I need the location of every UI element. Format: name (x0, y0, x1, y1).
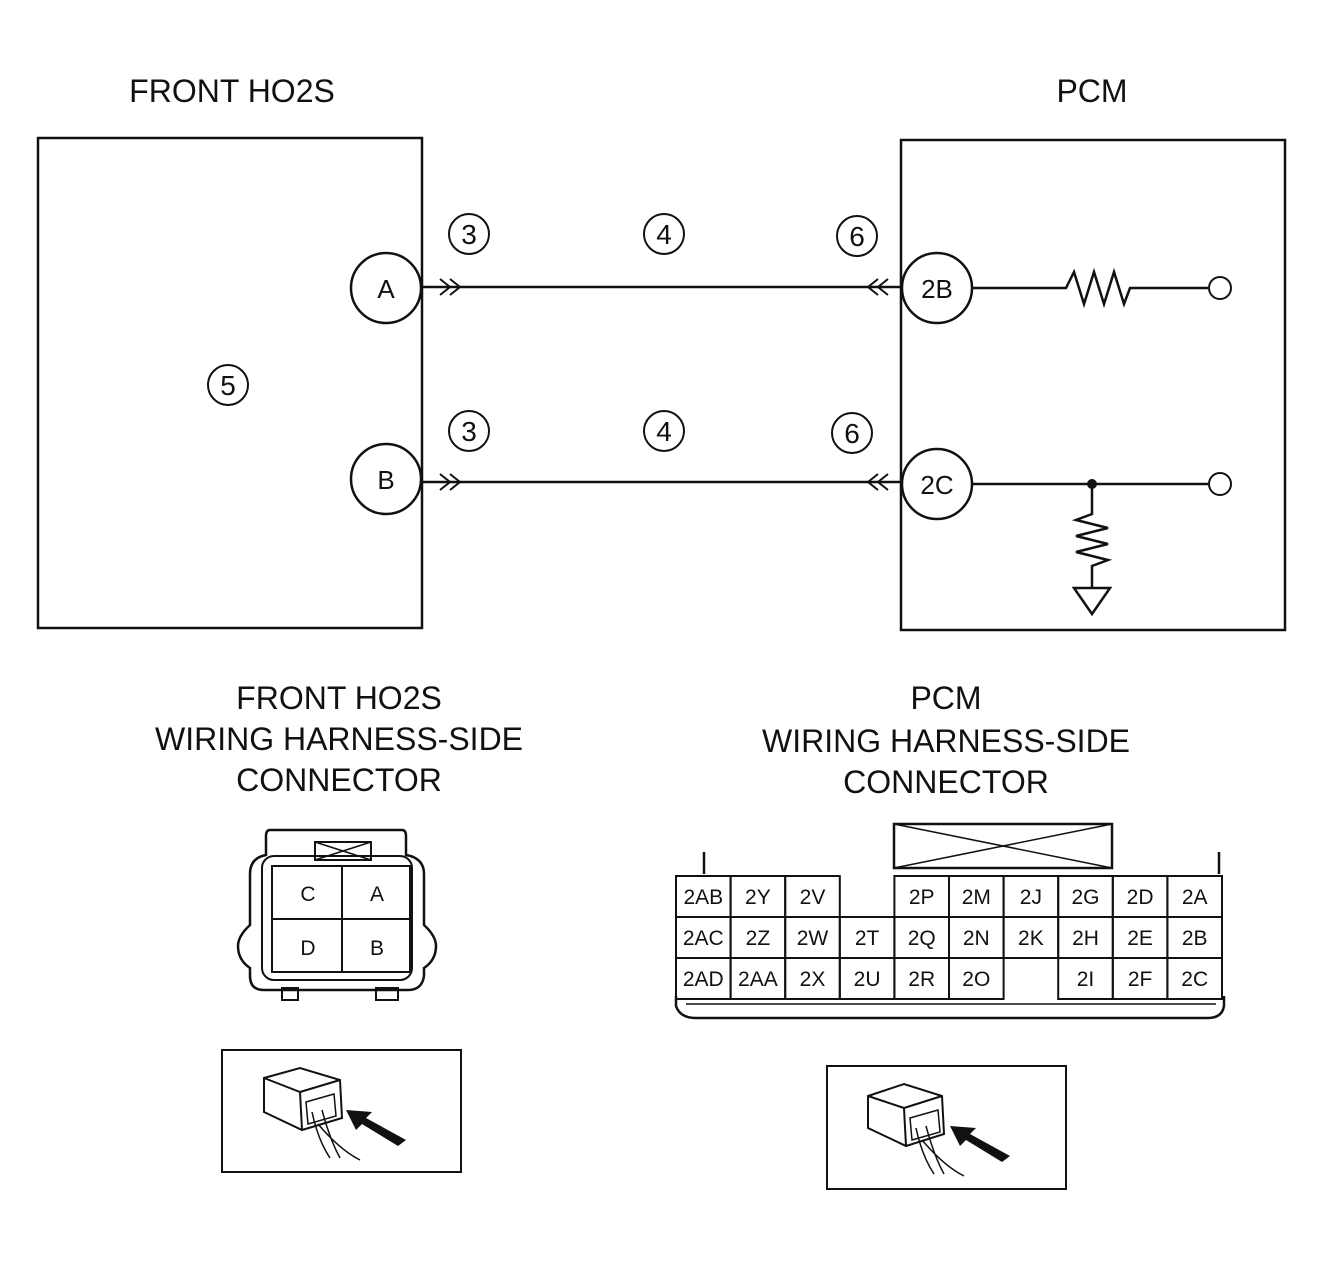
pcm-pin-grid: 2AB 2Y 2V 2P 2M 2J 2G 2D 2A 2AC 2Z 2W 2T 2Q 2N 2K 2H 2E 2B… (675, 875, 1224, 1000)
pcm-connector-title: PCM WIRING HARNESS-SIDE CONNECTOR (762, 680, 1130, 800)
svg-text:PCM: PCM (910, 680, 981, 716)
ho2s-connector-title: FRONT HO2S WIRING HARNESS-SIDE CONNECTOR (155, 680, 523, 798)
pcm-cell-label: 2E (1127, 927, 1153, 950)
pcm-cell-label: 2R (908, 968, 935, 991)
callout-sensor-body: 5 (207, 364, 249, 406)
pcm-view-direction-icon (826, 1065, 1067, 1190)
pcm-cell-label: 2K (1018, 927, 1044, 950)
pcm-cell-label: 2D (1127, 886, 1154, 909)
pcm-cell-label: 2AA (738, 968, 778, 991)
pcm-cell-label: 2W (797, 927, 829, 950)
pcm-cell (1166, 957, 1224, 1000)
pcm-cell-label: 2N (963, 927, 990, 950)
callout-sensor-connector-2: 3 (448, 410, 490, 452)
ho2s-view-direction-icon (221, 1049, 462, 1173)
callout-harness-1: 4 (643, 213, 685, 255)
pcm-terminal-b (1208, 472, 1232, 496)
pcm-cell-label: 2Q (908, 927, 936, 950)
pcm-cell-label: 2Z (746, 927, 771, 950)
svg-text:FRONT HO2S: FRONT HO2S (236, 680, 442, 716)
pcm-cell-label: 2P (909, 886, 935, 909)
pcm-latch-box (892, 822, 1114, 870)
callout-harness-2: 4 (643, 410, 685, 452)
ho2s-cell-b: B (370, 937, 384, 960)
svg-text:CONNECTOR: CONNECTOR (843, 764, 1049, 800)
pcm-cell-label: 2F (1128, 968, 1153, 991)
ho2s-cell-c: C (300, 883, 315, 906)
pcm-cell-label: 2H (1072, 927, 1099, 950)
pcm-terminal-a (1208, 276, 1232, 300)
callout-sensor-connector-1: 3 (448, 213, 490, 255)
wire-b-2c: B 2C (349, 442, 1232, 617)
pcm-cell-label: 2O (962, 968, 990, 991)
pcm-cell-label: 2B (1182, 927, 1208, 950)
svg-text:3: 3 (461, 416, 477, 447)
pcm-cell-label: 2A (1182, 886, 1208, 909)
pcm-cell-label: 2G (1071, 886, 1099, 909)
front-ho2s-box (36, 136, 424, 630)
svg-text:CONNECTOR: CONNECTOR (236, 762, 442, 798)
callout-pcm-connector-1: 6 (836, 215, 878, 257)
svg-text:4: 4 (656, 219, 672, 250)
callout-pcm-connector-2: 6 (831, 412, 873, 454)
pcm-connector-face: 2AB 2Y 2V 2P 2M 2J 2G 2D 2A 2AC 2Z 2W 2T 2Q 2N 2K 2H 2E 2B… (674, 822, 1226, 1020)
pcm-cell-label: 2AB (683, 886, 723, 909)
pcm-cell-label: 2Y (745, 886, 771, 909)
pcm-cell-label: 2M (962, 886, 991, 909)
wire-a-2b: A 2B (349, 251, 1232, 325)
ground-symbol (1071, 586, 1113, 617)
sensor-pin-b (349, 442, 423, 516)
pcm-cell-label: 2T (855, 927, 880, 950)
pcm-pin-2c-label: 2C (920, 470, 953, 500)
ho2s-connector-face: C A D B (236, 828, 438, 1001)
pcm-box (899, 138, 1287, 632)
sensor-pin-b-label: B (377, 465, 394, 495)
svg-text:6: 6 (844, 418, 860, 449)
svg-text:4: 4 (656, 416, 672, 447)
pcm-pin-2b-label: 2B (921, 274, 953, 304)
sensor-pin-a-label: A (377, 274, 395, 304)
pcm-cell-label: 2V (800, 886, 826, 909)
front-ho2s-title: FRONT HO2S (129, 73, 335, 109)
svg-text:WIRING HARNESS-SIDE: WIRING HARNESS-SIDE (762, 723, 1130, 759)
ho2s-cell-a: A (370, 883, 384, 906)
ho2s-latch (314, 841, 372, 861)
pcm-cell (948, 957, 1005, 1000)
ho2s-cell-d: D (300, 937, 315, 960)
pcm-cell-label: 2U (854, 968, 881, 991)
pcm-cell-label: 2AD (683, 968, 724, 991)
pcm-cell-label: 2X (800, 968, 826, 991)
ho2s-housing-outline (236, 828, 438, 992)
pcm-resistor-b (1071, 484, 1113, 588)
svg-text:3: 3 (461, 219, 477, 250)
pcm-cell-label: 2AC (683, 927, 724, 950)
pcm-resistor-a (972, 267, 1208, 309)
svg-text:6: 6 (849, 221, 865, 252)
svg-text:5: 5 (220, 370, 236, 401)
pcm-cell-label: 2I (1077, 968, 1095, 991)
pcm-cell-label: 2C (1181, 968, 1208, 991)
pcm-title: PCM (1056, 73, 1127, 109)
svg-text:WIRING HARNESS-SIDE: WIRING HARNESS-SIDE (155, 721, 523, 757)
pcm-cell-label: 2J (1020, 886, 1042, 909)
